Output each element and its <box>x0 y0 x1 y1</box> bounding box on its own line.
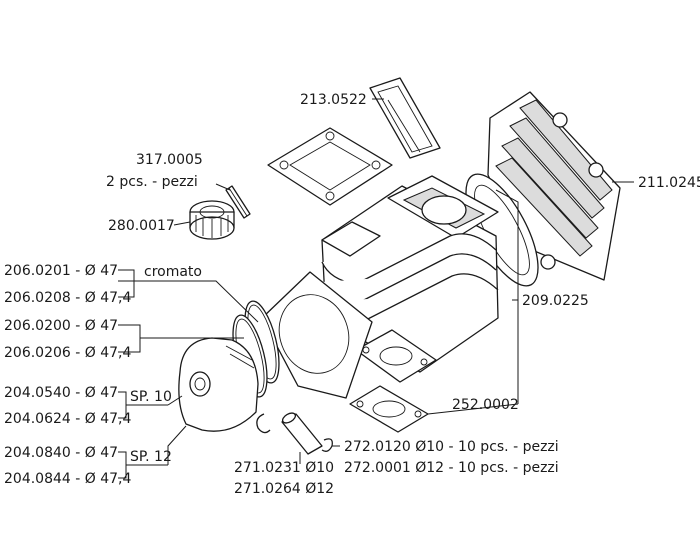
label-271-0231: 271.0231 Ø10 <box>234 460 334 476</box>
label-204-0540: 204.0540 - Ø 47 <box>4 385 118 401</box>
cylinder-drawing <box>321 175 499 383</box>
needle-bearing-drawing <box>189 200 235 240</box>
reed-gasket-drawing <box>369 77 441 159</box>
label-pcs-pezzi-2: 2 pcs. - pezzi <box>106 174 198 190</box>
circlip-right-drawing <box>321 438 333 452</box>
label-272-0120: 272.0120 Ø10 - 10 pcs. - pezzi <box>344 439 559 455</box>
circlip-left-drawing <box>256 413 271 434</box>
label-206-0208: 206.0208 - Ø 47,4 <box>4 290 131 306</box>
intake-gasket-drawing <box>267 127 393 206</box>
label-271-0264: 271.0264 Ø12 <box>234 481 334 497</box>
label-cromato: cromato <box>144 264 202 280</box>
label-204-0840: 204.0840 - Ø 47 <box>4 445 118 461</box>
label-209-0225: 209.0225 <box>522 293 589 309</box>
label-213-0522: 213.0522 <box>300 92 367 108</box>
label-204-0624: 204.0624 - Ø 47,4 <box>4 411 131 427</box>
label-sp-10: SP. 10 <box>130 389 172 405</box>
label-204-0844: 204.0844 - Ø 47,4 <box>4 471 131 487</box>
label-sp-12: SP. 12 <box>130 449 172 465</box>
leader-lines <box>118 98 634 479</box>
label-280-0017: 280.0017 <box>108 218 175 234</box>
label-206-0200: 206.0200 - Ø 47 <box>4 318 118 334</box>
exhaust-gasket-drawing <box>349 385 429 433</box>
label-211-0245: 211.0245 <box>638 175 700 191</box>
piston-drawing <box>178 337 259 432</box>
pin-drawing <box>225 185 251 219</box>
label-317-0005: 317.0005 <box>136 152 203 168</box>
piston-pin-drawing <box>281 412 323 455</box>
label-206-0201: 206.0201 - Ø 47 <box>4 263 118 279</box>
label-252-0002: 252.0002 <box>452 397 519 413</box>
label-272-0001: 272.0001 Ø12 - 10 pcs. - pezzi <box>344 460 559 476</box>
label-206-0206: 206.0206 - Ø 47,4 <box>4 345 131 361</box>
base-gasket-drawing <box>261 271 373 399</box>
